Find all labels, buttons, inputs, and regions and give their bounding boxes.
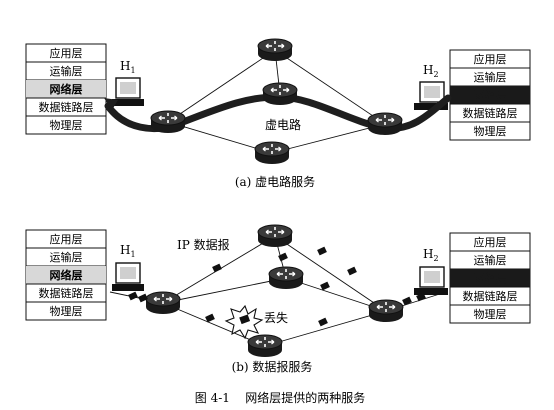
router-icon (257, 224, 293, 248)
stack-layer-label: 数据链路层 (463, 289, 518, 303)
stack-layer-label: 运输层 (50, 64, 83, 78)
stack-layer-label: 数据链路层 (39, 286, 94, 300)
datagram-packet (318, 317, 328, 327)
host-h1-label: H1 (120, 59, 136, 75)
stack-layer-label: 网络层 (50, 82, 83, 96)
stack-layer-label: 网络层 (474, 88, 507, 102)
figure-caption: 图 4-1 网络层提供的两种服务 (195, 390, 365, 405)
stack-layer-label: 物理层 (474, 124, 507, 138)
router-icon (367, 112, 403, 136)
stack-layer-label: 运输层 (474, 253, 507, 267)
stack-layer-label: 物理层 (474, 307, 507, 321)
datagram-packet (128, 291, 138, 301)
network-layer-highlight (450, 269, 530, 287)
host-h1-label: H1 (120, 243, 136, 259)
router-icon (145, 291, 181, 315)
stack-layer-label: 运输层 (50, 250, 83, 264)
datagram-panel: 应用层 运输层 网络层 数据链路层 物理层 H1 应用层 运输层 网络层 数据链… (25, 224, 531, 374)
stack-layer-label: 应用层 (50, 232, 83, 246)
datagram-packet (320, 281, 330, 291)
router-icon (247, 334, 283, 358)
right-protocol-stack: 应用层 运输层 网络层 数据链路层 物理层 (449, 232, 531, 324)
network-links (109, 235, 447, 347)
stack-layer-label: 数据链路层 (463, 106, 518, 120)
router-icon (262, 82, 298, 106)
host-h2-label: H2 (423, 63, 439, 79)
stack-layer-label: 应用层 (474, 52, 507, 66)
packet-loss-burst (224, 304, 264, 340)
host-h2-computer: H2 (414, 247, 448, 295)
host-h2-label: H2 (423, 247, 439, 263)
ip-datagram-label: IP 数据报 (177, 237, 230, 252)
datagram-packet (317, 246, 327, 256)
stack-layer-label: 应用层 (474, 235, 507, 249)
virtual-circuit-panel: 应用层 运输层 网络层 数据链路层 物理层 H1 应用层 运输层 网络层 数据链… (25, 38, 531, 189)
router-icon (368, 299, 404, 323)
panel-b-caption: (b) 数据报服务 (232, 359, 313, 374)
left-protocol-stack: 应用层 运输层 网络层 数据链路层 物理层 (25, 229, 107, 321)
packet-lost-label: 丢失 (264, 310, 288, 325)
network-layer-highlight (26, 266, 106, 284)
router-icon (254, 141, 290, 165)
datagram-packet (402, 296, 412, 306)
datagram-packet (347, 266, 357, 276)
stack-layer-label: 应用层 (50, 46, 83, 60)
panel-a-caption: (a) 虚电路服务 (235, 174, 315, 189)
right-protocol-stack: 应用层 运输层 网络层 数据链路层 物理层 (449, 49, 531, 141)
virtual-circuit-label: 虚电路 (265, 117, 301, 132)
host-h1-computer: H1 (112, 243, 144, 291)
left-protocol-stack: 应用层 运输层 网络层 数据链路层 物理层 (25, 43, 107, 135)
stack-layer-label: 网络层 (50, 268, 83, 282)
network-layer-highlight (26, 80, 106, 98)
network-layer-highlight (450, 86, 530, 104)
host-h1-computer: H1 (112, 59, 144, 106)
stack-layer-label: 数据链路层 (39, 100, 94, 114)
stack-layer-label: 网络层 (474, 271, 507, 285)
stack-layer-label: 物理层 (50, 304, 83, 318)
router-icon (257, 38, 293, 62)
datagram-packet (212, 263, 222, 273)
host-h2-computer: H2 (414, 63, 448, 110)
stack-layer-label: 运输层 (474, 70, 507, 84)
router-icon (268, 266, 304, 290)
router-icon (150, 110, 186, 134)
stack-layer-label: 物理层 (50, 118, 83, 132)
